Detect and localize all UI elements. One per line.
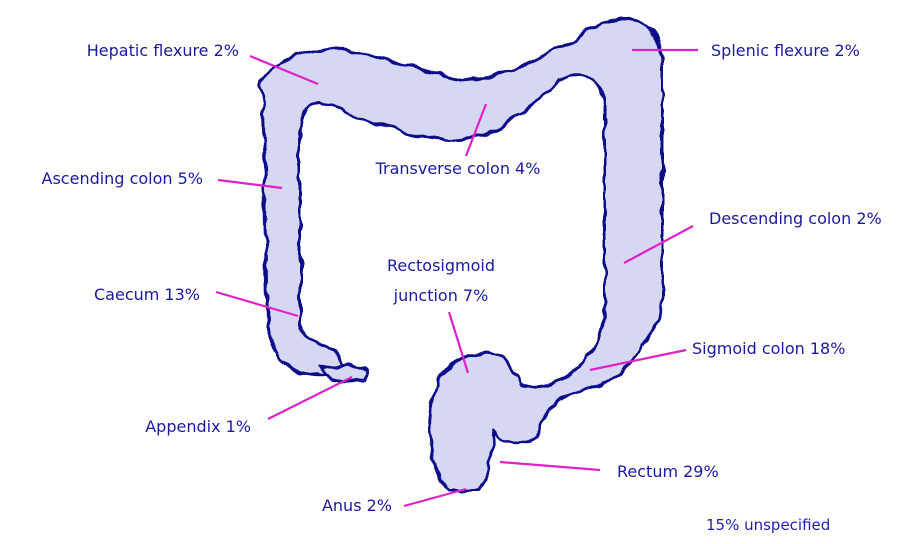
- label-appendix: Appendix 1%: [145, 417, 251, 436]
- label-splenic-flexure: Splenic flexure 2%: [711, 41, 860, 60]
- label-ascending-colon: Ascending colon 5%: [42, 169, 203, 188]
- label-hepatic-flexure: Hepatic flexure 2%: [87, 41, 239, 60]
- label-descending-colon: Descending colon 2%: [709, 209, 882, 228]
- colon-illustration: [262, 19, 662, 490]
- leader-rectum: [500, 462, 600, 470]
- label-rectosigmoid-line1: Rectosigmoid: [387, 256, 495, 275]
- label-transverse-colon: Transverse colon 4%: [375, 159, 541, 178]
- label-rectosigmoid-line2: junction 7%: [393, 286, 489, 305]
- label-anus: Anus 2%: [322, 496, 392, 515]
- leader-appendix: [268, 377, 352, 419]
- label-caecum: Caecum 13%: [94, 285, 200, 304]
- colon-outline: [262, 19, 662, 490]
- leader-anus: [404, 489, 466, 506]
- footnote-unspecified: 15% unspecified: [706, 516, 830, 534]
- label-rectum: Rectum 29%: [617, 462, 719, 481]
- label-sigmoid-colon: Sigmoid colon 18%: [692, 339, 845, 358]
